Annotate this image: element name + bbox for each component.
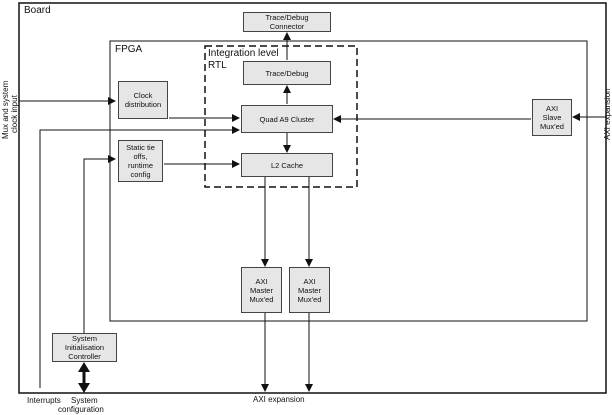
axi-master-2-line-1: AXI <box>303 276 316 286</box>
clock-distribution-block: Clock distribution <box>118 81 168 119</box>
axi-master-block-1: AXI Master Mux'ed <box>241 267 282 313</box>
sysinit-line-1: System <box>71 334 97 343</box>
sysinit-line-2: Initialisation <box>64 343 105 352</box>
interrupts-to-quad-arrow <box>39 126 240 388</box>
quad-a9-cluster-block: Quad A9 Cluster <box>241 105 333 133</box>
axi-slave-line-1: AXI <box>545 104 559 113</box>
interrupts-label: Interrupts <box>27 396 61 405</box>
static-line-1: Static tie <box>126 143 155 152</box>
static-tie-offs-block: Static tie offs, runtime config <box>118 140 163 182</box>
board-label: Board <box>24 5 51 16</box>
sys-config-arrow-up <box>78 362 90 372</box>
integration-frame <box>204 45 358 188</box>
axi-master-block-2: AXI Master Mux'ed <box>289 267 330 313</box>
trace-debug-label: Trace/Debug <box>265 68 309 78</box>
trace-connector-line-2: Connector <box>269 22 305 31</box>
axi-expansion-right-label: AXI expansion <box>603 88 612 140</box>
mux-clock-line-1: Mux and system <box>1 80 10 139</box>
axi-slave-line-3: Mux'ed <box>540 122 564 131</box>
axi-master-1-line-3: Mux'ed <box>249 294 274 304</box>
system-configuration-label-2: configuration <box>58 405 104 414</box>
quad-label: Quad A9 Cluster <box>259 114 315 124</box>
integration-label: Integration level <box>208 48 279 59</box>
clock-line-2: distribution <box>124 100 162 109</box>
trace-connector-line-1: Trace/Debug <box>265 13 309 22</box>
sys-config-arrow-down <box>78 383 90 393</box>
system-configuration-label-1: System <box>71 396 98 405</box>
sysinit-line-3: Controller <box>68 352 101 361</box>
static-line-2: offs, <box>133 152 148 161</box>
axi-master-2-line-3: Mux'ed <box>297 294 322 304</box>
fpga-label: FPGA <box>115 44 143 55</box>
board-frame <box>18 2 607 394</box>
mux-clock-line-2: clock input <box>10 95 19 133</box>
clock-line-1: Clock <box>133 91 153 100</box>
trace-debug-connector-block: Trace/Debug Connector <box>243 12 331 32</box>
l2-cache-block: L2 Cache <box>241 153 333 177</box>
rtl-label: RTL <box>208 60 227 71</box>
trace-debug-block: Trace/Debug <box>243 61 331 85</box>
system-init-controller-block: System Initialisation Controller <box>52 333 117 362</box>
static-line-3: runtime <box>127 161 153 170</box>
axi-slave-block: AXI Slave Mux'ed <box>532 99 572 136</box>
l2-label: L2 Cache <box>270 160 304 170</box>
fpga-frame <box>109 40 588 322</box>
sysinit-to-static-arrow <box>83 155 116 333</box>
axi-slave-line-2: Slave <box>542 113 562 122</box>
axi-master-1-line-1: AXI <box>255 276 268 286</box>
mux-clock-input-label: Mux and system clock input <box>1 81 19 139</box>
axi-expansion-bottom-label: AXI expansion <box>253 395 305 404</box>
axi-master-2-line-2: Master <box>298 285 321 295</box>
axi-master-1-line-2: Master <box>250 285 273 295</box>
static-line-4: config <box>130 170 151 179</box>
